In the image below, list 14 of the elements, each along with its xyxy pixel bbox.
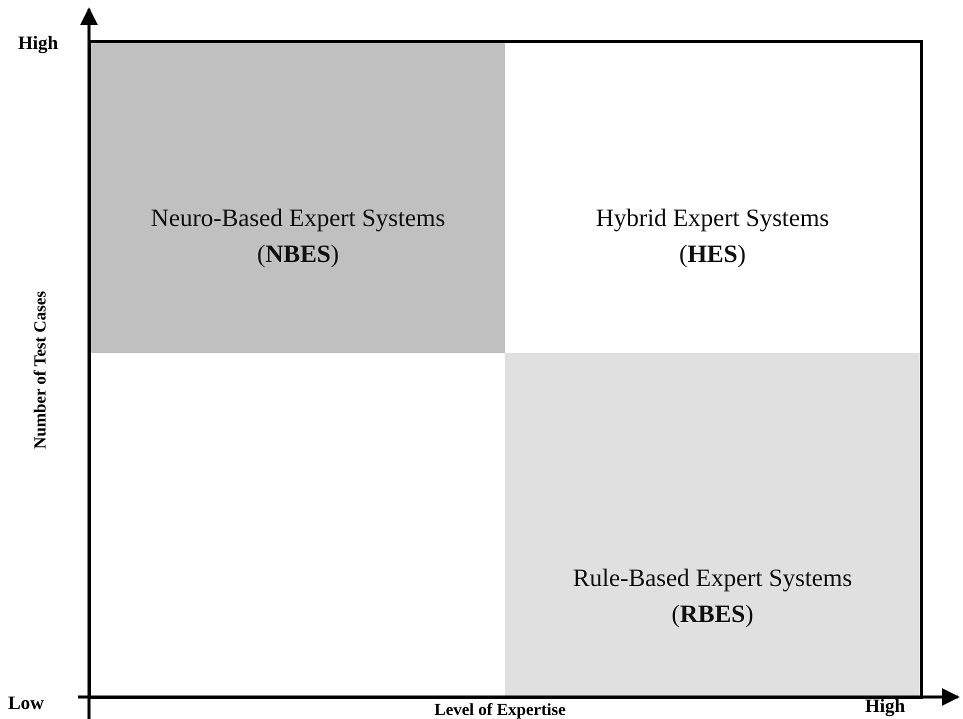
quadrant-abbreviation: (RBES)	[672, 600, 754, 630]
axis-title: Level of Expertise	[434, 699, 566, 719]
quadrant-box	[505, 40, 923, 356]
quadrant-abbreviation: (HES)	[679, 240, 746, 270]
quadrant-title: Neuro-Based Expert Systems	[150, 204, 446, 234]
quadrant-title: Hybrid Expert Systems	[596, 204, 830, 234]
axis-tick-label: High	[865, 695, 906, 719]
quadrant-abbreviation: (NBES)	[257, 240, 339, 270]
axis-title: Number of Test Cases	[29, 291, 50, 449]
quadrant-title: Rule-Based Expert Systems	[572, 564, 852, 594]
quadrant-box	[88, 40, 508, 356]
quadrant-box	[505, 353, 923, 699]
axis-tick-label: High	[18, 32, 58, 56]
axis-tick-label: Low	[8, 692, 44, 716]
